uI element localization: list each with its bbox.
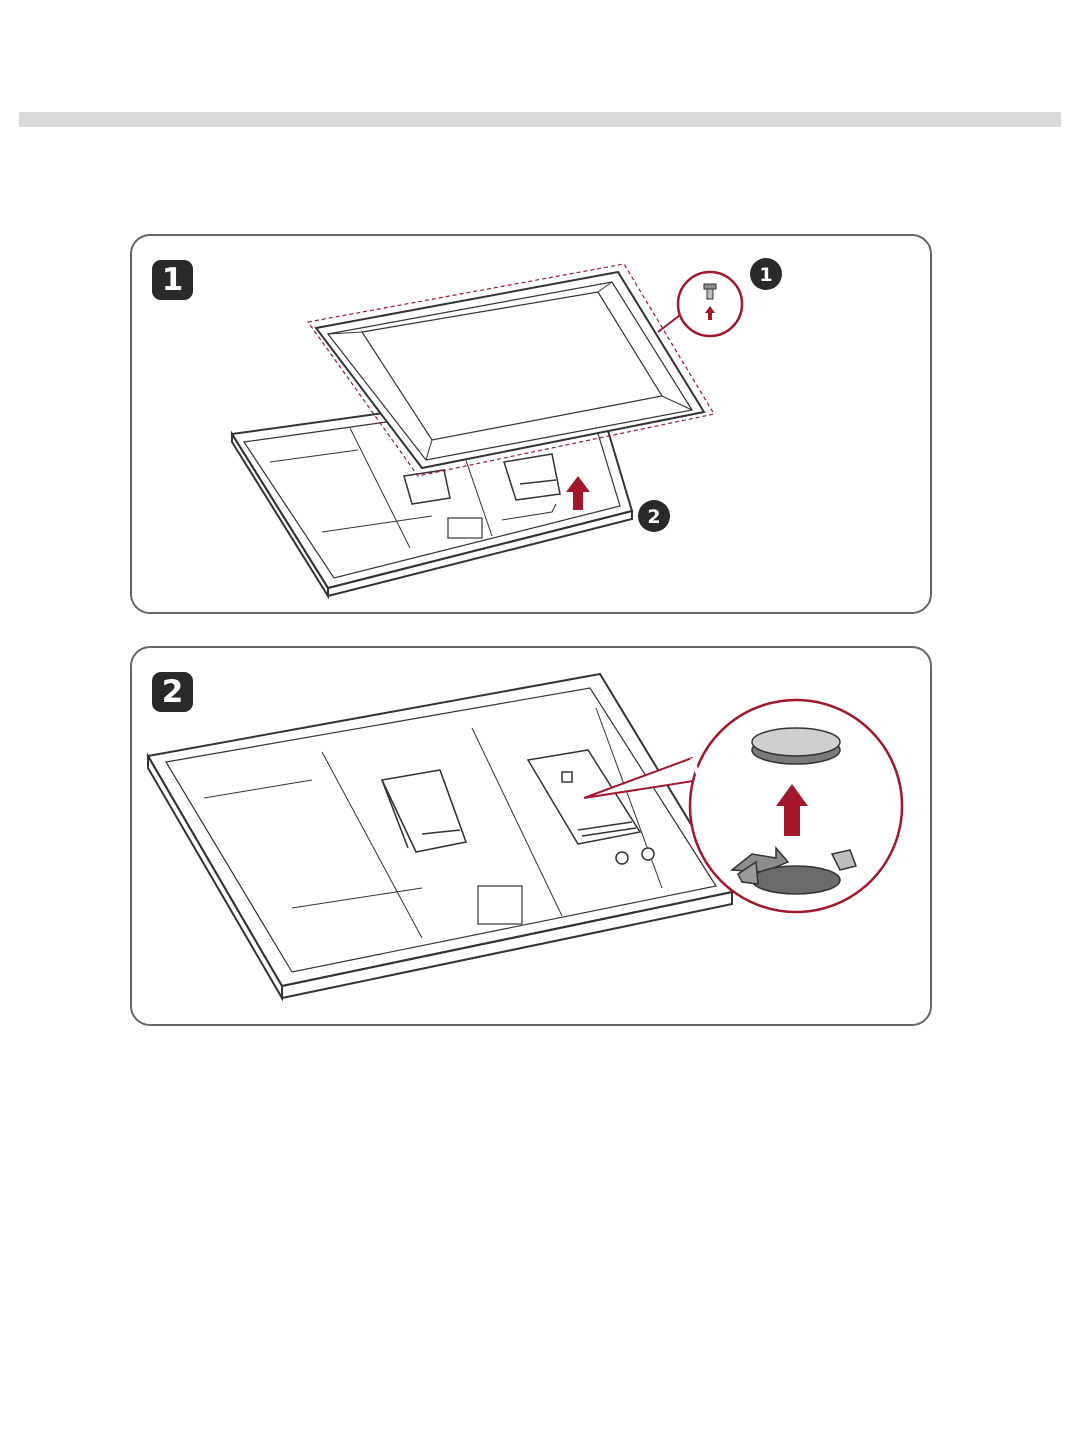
callout-1-badge: 1 <box>750 258 782 290</box>
step-2-panel: 2 <box>130 646 932 1026</box>
callout-2-badge: 2 <box>638 500 670 532</box>
screw-callout <box>658 272 742 336</box>
svg-text:2: 2 <box>647 506 660 528</box>
coin-battery-icon <box>752 728 840 764</box>
step-1-illustration: 1 2 <box>132 236 934 616</box>
step-1-panel: 1 <box>130 234 932 614</box>
header-bar <box>19 112 1061 127</box>
svg-text:1: 1 <box>759 264 772 286</box>
step-2-illustration <box>132 648 934 1028</box>
